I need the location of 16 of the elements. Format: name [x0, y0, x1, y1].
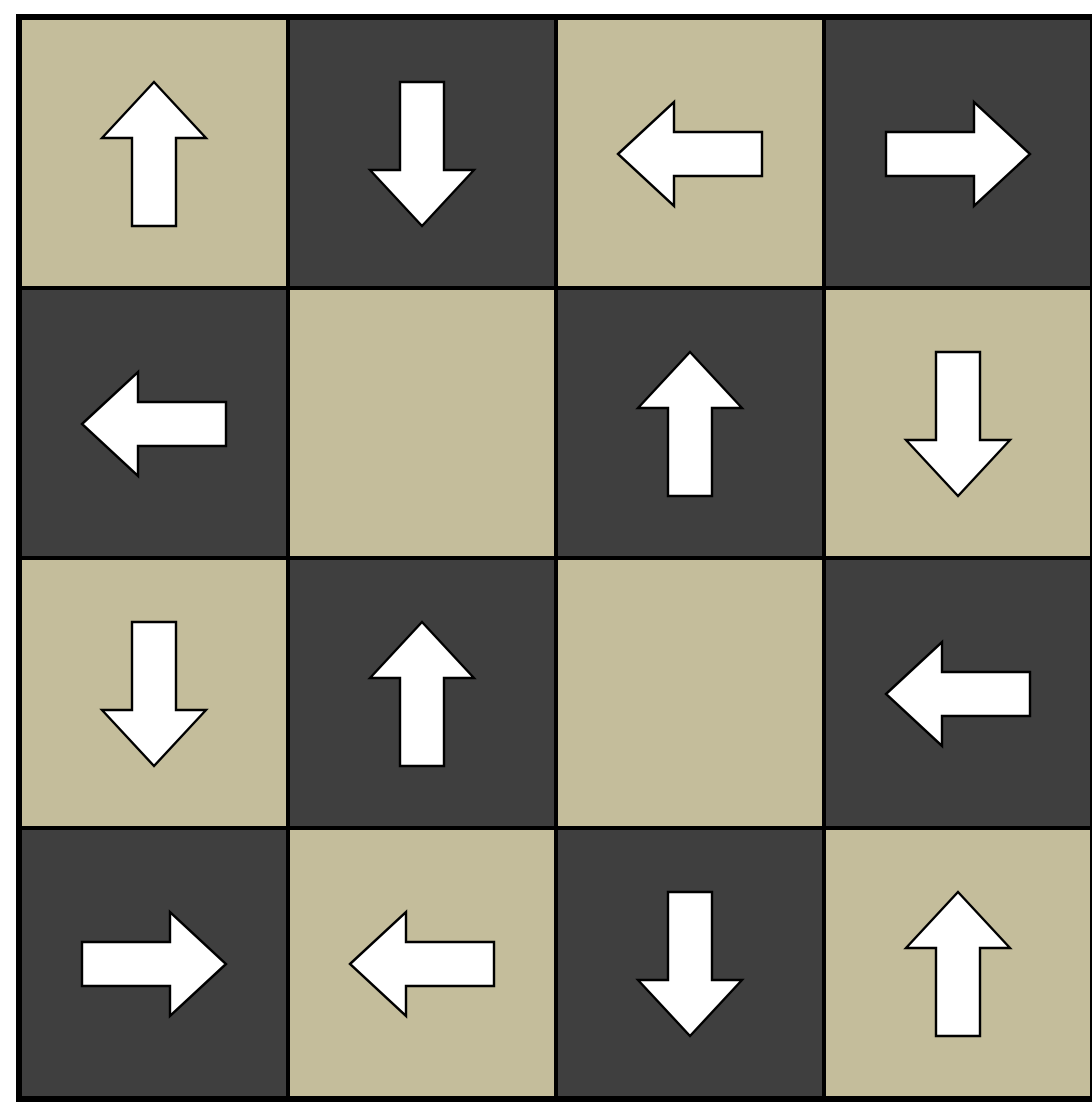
grid-square [20, 288, 288, 558]
grid-square [288, 828, 556, 1098]
grid-square [288, 18, 556, 288]
grid-square [556, 558, 824, 828]
grid-square [288, 288, 556, 558]
grid-square [556, 828, 824, 1098]
grid-square [824, 18, 1092, 288]
grid-square [824, 288, 1092, 558]
grid-square [824, 828, 1092, 1098]
grid-square [20, 18, 288, 288]
grid-square [288, 558, 556, 828]
grid-square [20, 558, 288, 828]
grid-square [556, 18, 824, 288]
grid-square [824, 558, 1092, 828]
grid-square [20, 828, 288, 1098]
grid-square [556, 288, 824, 558]
